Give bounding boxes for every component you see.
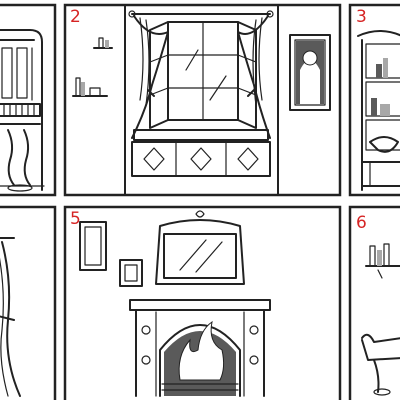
panel-1[interactable]: [0, 3, 57, 197]
bay-window-icon: [149, 21, 257, 129]
panel-6-frame: [348, 205, 400, 400]
curtain-drape-icon: [0, 237, 21, 397]
book-shelf-icon: [365, 243, 400, 279]
small-frame-icon: [119, 259, 143, 287]
panel-2-number: 2: [70, 7, 81, 27]
portrait-frame-icon: [289, 34, 331, 111]
wall-shelf-icon: [72, 37, 113, 97]
curtain-right-icon: [237, 15, 271, 139]
panel-4-frame: [0, 205, 57, 400]
fireplace-icon: [129, 299, 271, 397]
tall-frame-icon: [79, 221, 107, 271]
curtain-left-icon: [131, 15, 169, 139]
panel-6-number: 6: [356, 213, 367, 233]
panel-3-number: 3: [356, 7, 367, 27]
panel-5[interactable]: 5: [63, 205, 342, 400]
panel-2[interactable]: 2: [63, 3, 342, 197]
bookcase-icon: [357, 30, 400, 191]
chaise-lounge-icon: [361, 333, 400, 396]
window-seat-icon: [131, 129, 271, 177]
panel-4[interactable]: [0, 205, 57, 400]
panel-6[interactable]: 6: [348, 205, 400, 400]
panel-5-number: 5: [70, 209, 81, 229]
panel-3[interactable]: 3: [348, 3, 400, 197]
ornate-mirror-icon: [155, 210, 245, 285]
piano-icon: [0, 29, 45, 192]
